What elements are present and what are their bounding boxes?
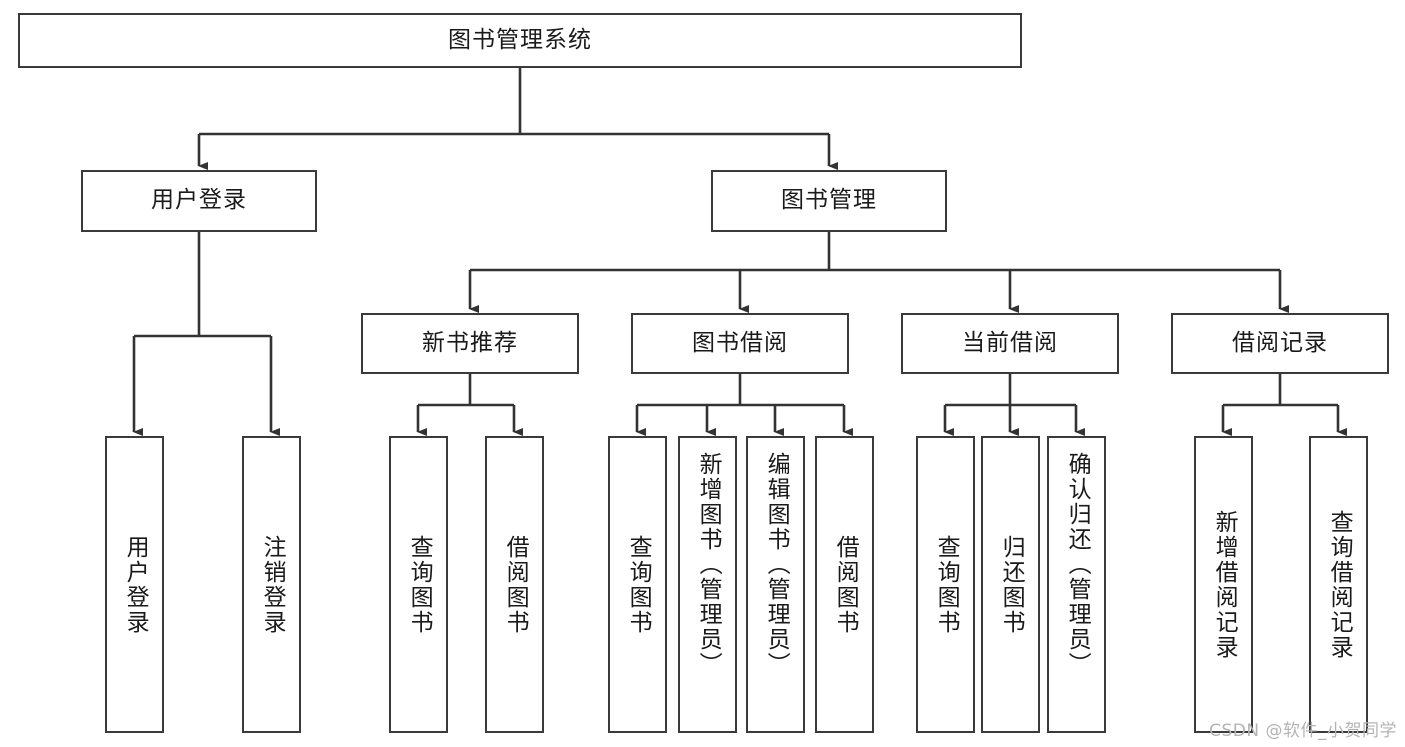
node-book-borrow[interactable]: 图书借阅: [631, 313, 849, 374]
node-leaf-query-record[interactable]: 查询借阅记录: [1309, 436, 1368, 733]
node-leaf-logout-login[interactable]: 注销登录: [242, 436, 301, 733]
node-label: 用户登录: [122, 534, 149, 635]
node-leaf-query-book-3[interactable]: 查询图书: [916, 436, 975, 733]
node-label: 借阅图书: [832, 534, 859, 635]
node-leaf-borrow-book-1[interactable]: 借阅图书: [485, 436, 544, 733]
node-leaf-query-book-1[interactable]: 查询图书: [389, 436, 448, 733]
node-leaf-edit-book[interactable]: 编辑图书（管理员）: [746, 436, 805, 733]
node-label: 新书推荐: [422, 329, 518, 356]
node-leaf-add-record[interactable]: 新增借阅记录: [1194, 436, 1253, 733]
node-new-book-recommend[interactable]: 新书推荐: [361, 313, 579, 374]
node-borrow-record[interactable]: 借阅记录: [1171, 313, 1389, 374]
node-label: 借阅记录: [1232, 329, 1328, 356]
node-label: 确认归还（管理员）: [1064, 452, 1091, 677]
node-leaf-confirm-return[interactable]: 确认归还（管理员）: [1047, 436, 1106, 733]
node-book-manage[interactable]: 图书管理: [711, 170, 947, 232]
node-label: 查询图书: [406, 534, 433, 635]
node-current-borrow[interactable]: 当前借阅: [901, 313, 1119, 374]
node-label: 查询图书: [933, 534, 960, 635]
node-label: 查询借阅记录: [1326, 509, 1353, 660]
node-label: 新增图书（管理员）: [695, 452, 722, 677]
node-label: 图书借阅: [692, 329, 788, 356]
node-root-system[interactable]: 图书管理系统: [18, 13, 1022, 68]
node-leaf-borrow-book-2[interactable]: 借阅图书: [815, 436, 874, 733]
node-label: 当前借阅: [962, 329, 1058, 356]
node-label: 查询图书: [625, 534, 652, 635]
node-label: 编辑图书（管理员）: [763, 452, 790, 677]
csdn-watermark: CSDN @软件_小贺同学: [1209, 721, 1397, 741]
node-leaf-return-book[interactable]: 归还图书: [981, 436, 1040, 733]
node-label: 图书管理: [781, 187, 877, 214]
node-leaf-user-login[interactable]: 用户登录: [105, 436, 164, 733]
node-leaf-query-book-2[interactable]: 查询图书: [608, 436, 667, 733]
node-label: 归还图书: [998, 534, 1025, 635]
node-user-login[interactable]: 用户登录: [81, 170, 317, 232]
node-label: 注销登录: [259, 534, 286, 635]
node-leaf-add-book[interactable]: 新增图书（管理员）: [678, 436, 737, 733]
node-label: 借阅图书: [502, 534, 529, 635]
node-label: 用户登录: [151, 187, 247, 214]
node-label: 图书管理系统: [448, 26, 592, 53]
node-label: 新增借阅记录: [1211, 509, 1238, 660]
